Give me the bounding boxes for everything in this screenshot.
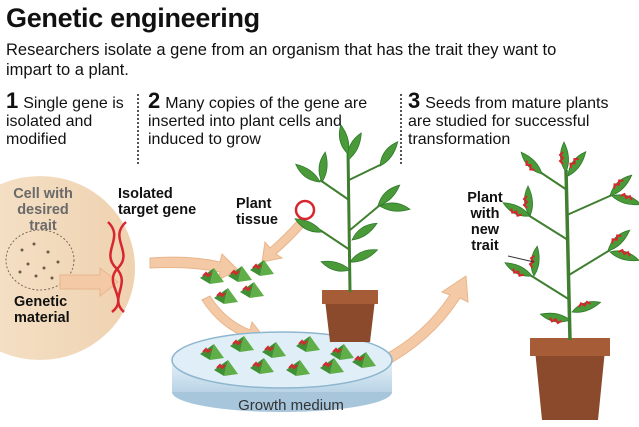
plant-tissue-label: Plant tissue [236,196,278,228]
subtitle: Researchers isolate a gene from an organ… [6,41,557,79]
step-2-number: 2 [148,88,161,113]
step-2-text: Many copies of the gene are inserted int… [148,95,368,148]
petri-dish [171,331,393,412]
step-1-number: 1 [6,88,19,113]
new-trait-label: Plant with new trait [467,190,503,254]
cell-label: Cell with desired trait [13,186,73,234]
plant-tissue-plant [292,123,411,342]
step-3-text: Seeds from mature plants are studied for… [408,95,609,148]
step-1-text: Single gene is isolated and modified [6,95,124,148]
divider [400,94,402,164]
cell-illustration [0,176,135,360]
step-3-number: 3 [408,88,421,113]
process-arrows [59,217,469,373]
page-title: Genetic engineering [6,3,260,33]
divider [137,94,139,164]
plant-with-new-trait [500,141,639,420]
genetic-material-label: Genetic material [14,294,70,326]
isolated-gene-label: Isolated target gene [118,186,197,218]
gene-helix-icon [107,221,127,313]
growth-medium-label: Growth medium [238,397,344,414]
